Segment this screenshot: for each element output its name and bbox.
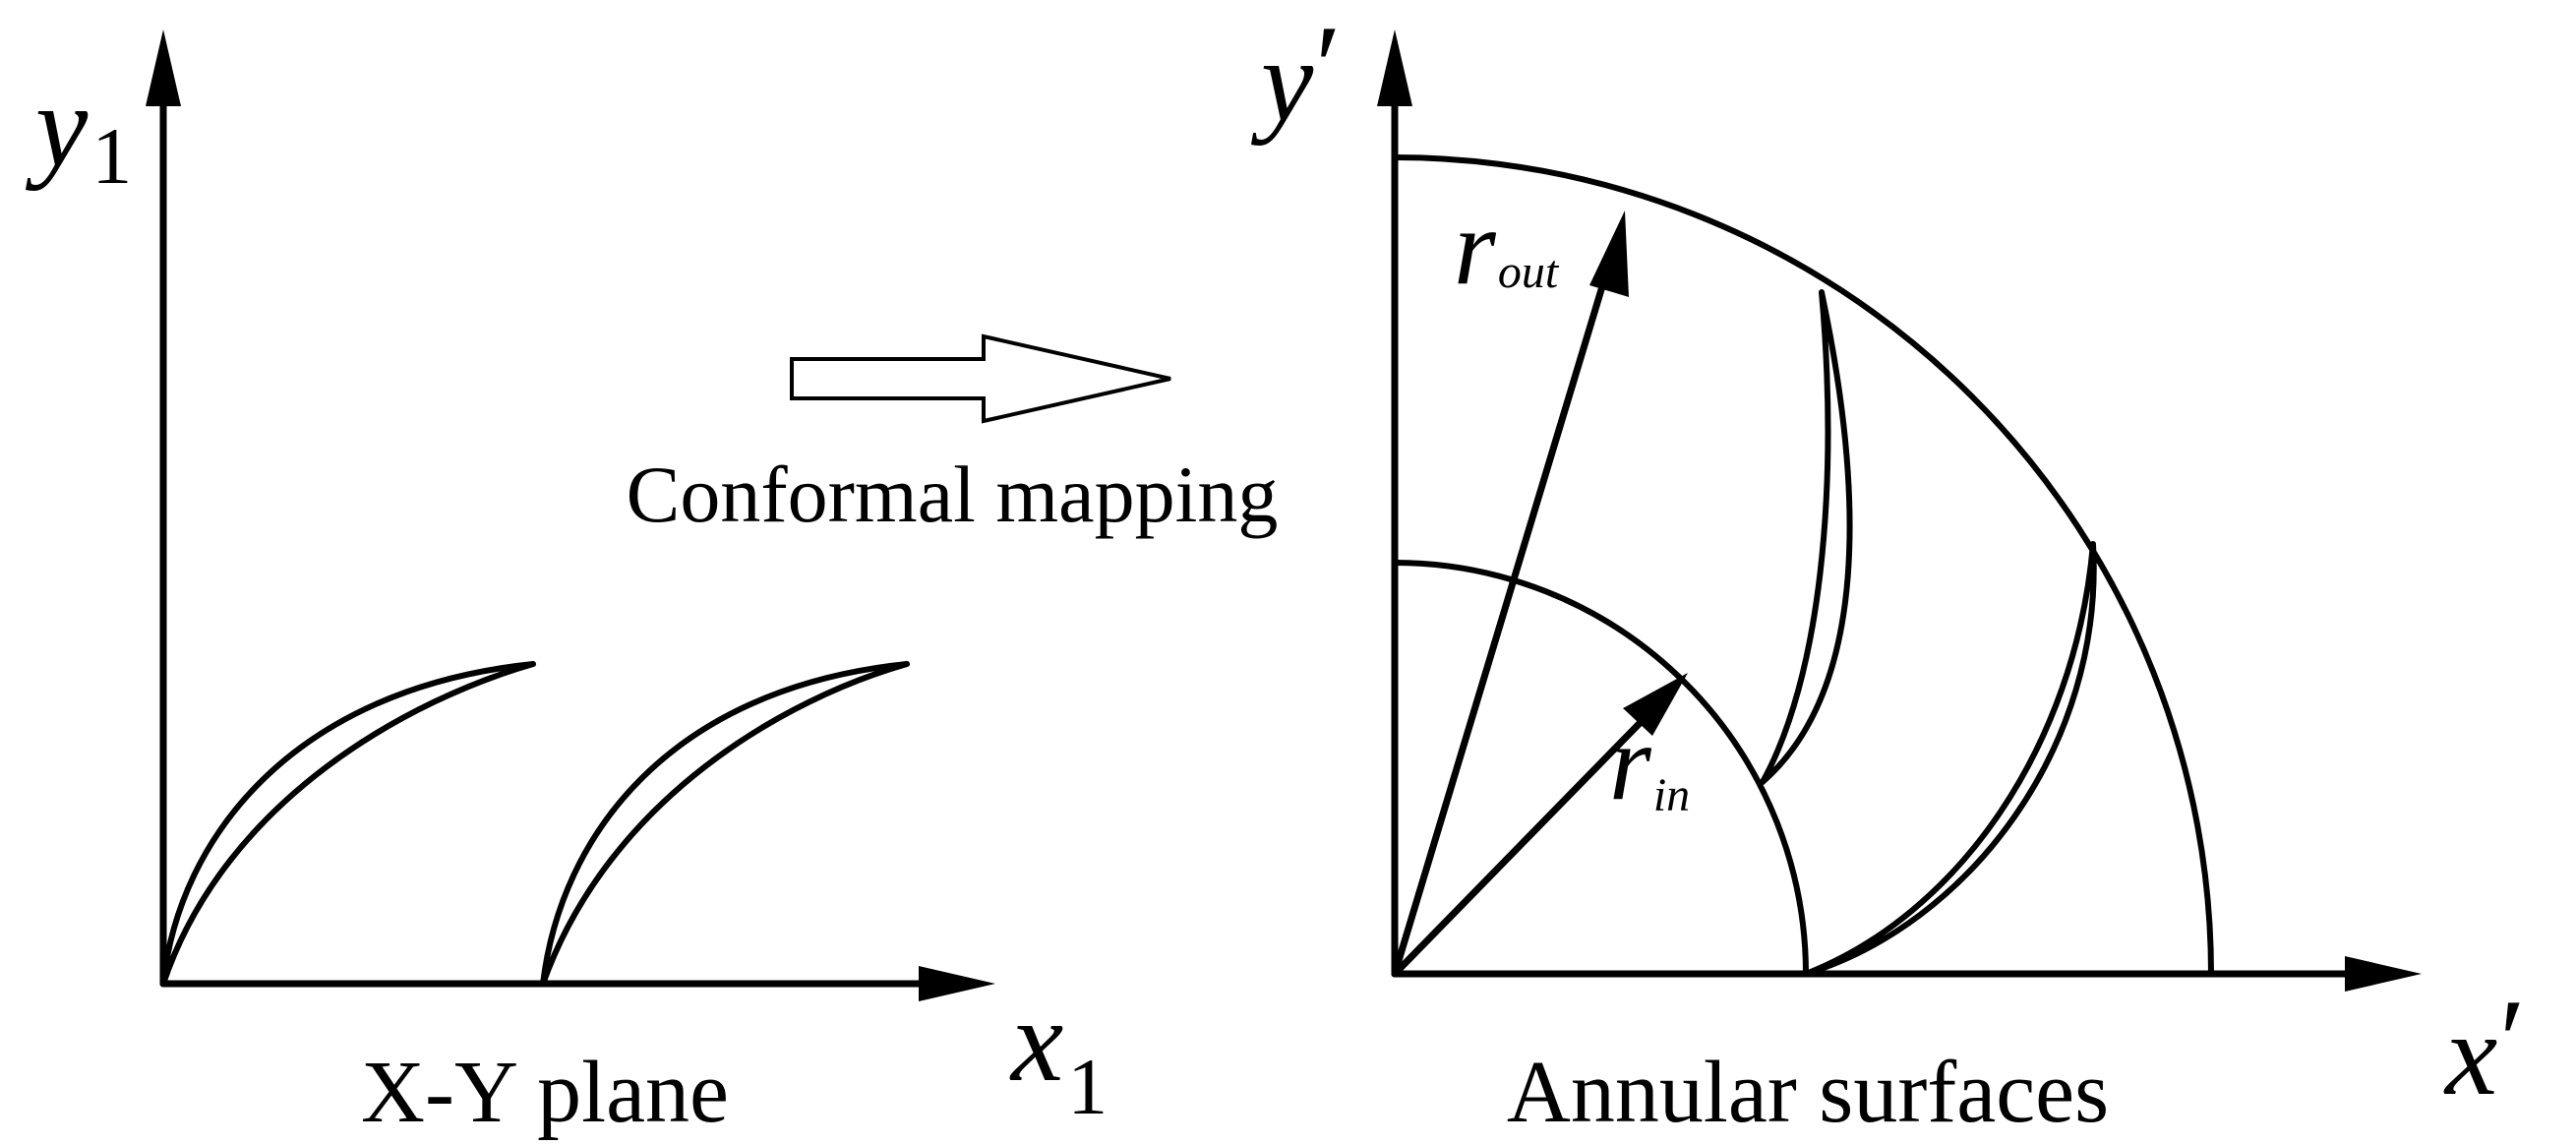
r-in-arrow-line — [1391, 710, 1652, 978]
right-x-axis-arrowhead — [2345, 956, 2422, 992]
left-x-axis-arrowhead — [919, 966, 995, 1001]
left-x-axis-label: x1 — [1009, 975, 1108, 1131]
right-panel: rout rin y′ x′ Annular surfaces — [1250, 1, 2526, 1141]
conformal-mapping-arrow — [790, 333, 1171, 424]
r-in-arrowhead — [1623, 673, 1688, 736]
left-y-axis-label: y1 — [25, 60, 132, 201]
transition: Conformal mapping — [627, 333, 1279, 539]
conformal-mapping-label: Conformal mapping — [627, 450, 1279, 539]
right-y-axis-arrowhead — [1377, 30, 1412, 106]
r-out-arrowhead — [1589, 211, 1629, 297]
r-out-arrow-line — [1391, 260, 1613, 978]
r-in-label: rin — [1609, 702, 1690, 822]
right-caption: Annular surfaces — [1507, 1044, 2109, 1141]
right-y-axis-label: y′ — [1250, 1, 1342, 146]
inner-arc — [1392, 560, 1809, 977]
left-panel: y1 x1 X-Y plane — [25, 30, 1108, 1141]
right-x-axis-label: x′ — [2443, 975, 2526, 1119]
left-caption: X-Y plane — [361, 1044, 729, 1141]
r-out-label: rout — [1454, 187, 1560, 307]
left-blade-2 — [540, 661, 910, 987]
right-blade-1 — [1760, 289, 1853, 785]
right-blade-2 — [1803, 541, 2097, 977]
outer-arc — [1392, 154, 2214, 977]
left-blade-1 — [160, 661, 536, 987]
left-y-axis-arrowhead — [146, 30, 181, 106]
